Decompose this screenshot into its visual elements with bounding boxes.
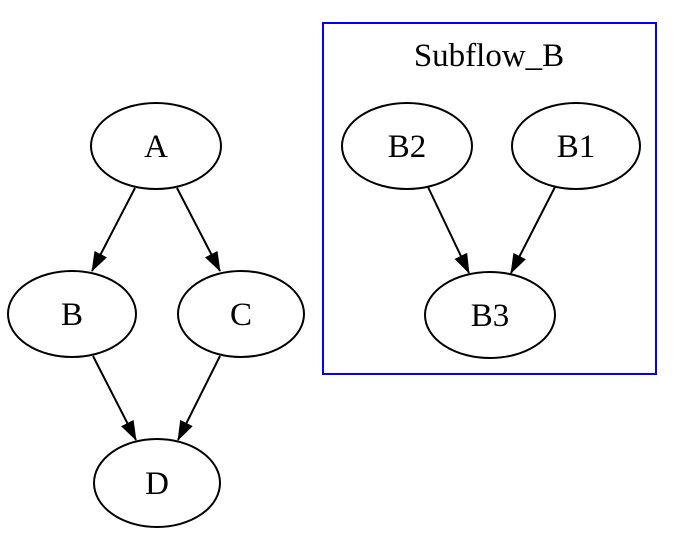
edge-A-B: [91, 187, 136, 272]
node-D-label: D: [145, 466, 169, 502]
node-A-label: A: [144, 129, 168, 165]
cluster-subflow-b: Subflow_B: [322, 22, 657, 375]
node-C: C: [177, 270, 305, 358]
node-C-shape: [177, 270, 305, 358]
node-A-shape: [90, 102, 222, 190]
cluster-title: Subflow_B: [414, 38, 564, 74]
edge-B2-B3: [427, 186, 470, 274]
edge-A-C: [176, 187, 221, 272]
node-B-shape: [7, 270, 137, 358]
node-B-label: B: [61, 297, 83, 333]
node-B1-shape: [511, 102, 641, 190]
node-B1: B1: [511, 102, 641, 190]
edge-C-D: [177, 355, 221, 441]
node-B3-label: B3: [471, 298, 510, 334]
node-B1-label: B1: [557, 129, 596, 165]
node-D: D: [93, 438, 221, 528]
node-B2-shape: [341, 102, 473, 190]
node-A: A: [90, 102, 222, 190]
node-B3-shape: [424, 271, 556, 359]
edge-B-D: [92, 355, 137, 441]
node-B2: B2: [341, 102, 473, 190]
node-B: B: [7, 270, 137, 358]
cluster-border: [322, 22, 657, 375]
edge-B1-B3: [510, 186, 556, 274]
edges: [91, 186, 556, 441]
node-C-label: C: [230, 297, 252, 333]
node-B3: B3: [424, 271, 556, 359]
node-B2-label: B2: [388, 129, 427, 165]
node-D-shape: [93, 438, 221, 528]
